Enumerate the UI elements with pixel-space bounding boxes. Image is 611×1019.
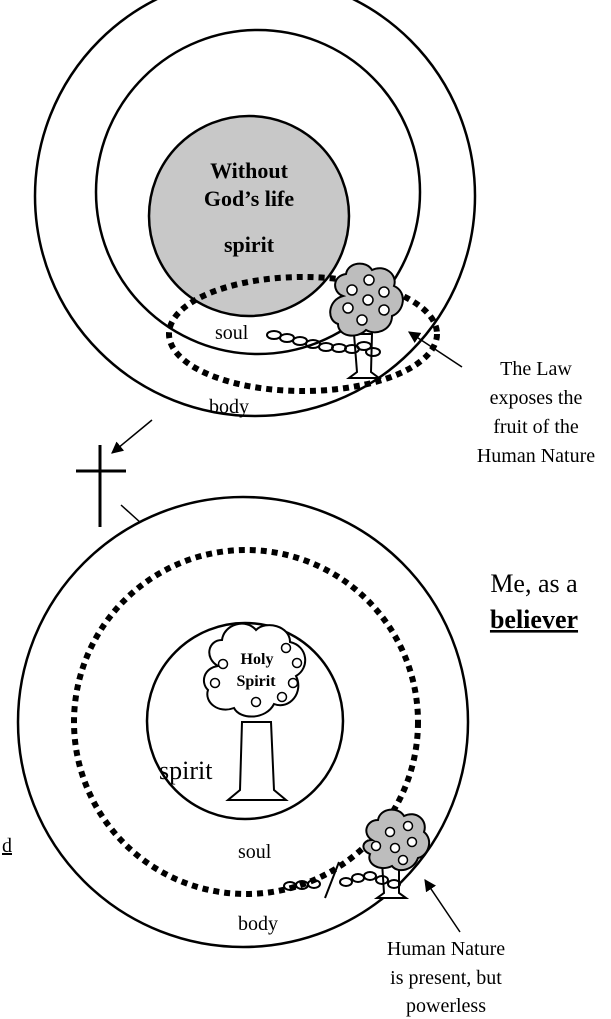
- top-note-line1: The Law: [500, 358, 572, 380]
- bottom-nature-tree-icon: [362, 808, 431, 899]
- tree-label-line1: Holy: [241, 651, 274, 668]
- bottom-soul-dashed-circle: [71, 547, 421, 897]
- top-soul-label: soul: [215, 322, 249, 344]
- top-core-line2: God’s life: [204, 186, 294, 211]
- bottom-note-line1: Human Nature: [387, 938, 505, 960]
- top-spirit-core: [147, 114, 351, 318]
- bottom-holy-spirit-tree-icon: [202, 622, 306, 801]
- cross-icon: [76, 445, 126, 527]
- transition-arrow-in-icon: [111, 419, 153, 454]
- bottom-note-line3: powerless: [406, 995, 486, 1017]
- tree-label-line2: Spirit: [236, 673, 276, 690]
- top-note-line3: fruit of the: [493, 416, 579, 438]
- top-tree-icon: [329, 262, 404, 379]
- bottom-body-label: body: [238, 913, 278, 935]
- bottom-note-line2: is present, but: [390, 967, 502, 989]
- top-core-line1: Without: [210, 158, 289, 183]
- top-diagram: Without God’s life spirit soul body: [33, 0, 595, 467]
- bottom-broken-chain-icon: [283, 861, 401, 899]
- top-note-arrow-icon: [407, 331, 463, 368]
- bottom-diagram: Holy Spirit spirit soul body: [16, 495, 578, 1017]
- believer-title-line1: Me, as a: [490, 569, 578, 598]
- top-note-line4: Human Nature: [477, 445, 595, 467]
- top-chain-icon: [266, 330, 381, 357]
- believer-title-line2: believer: [490, 605, 578, 634]
- bottom-soul-label: soul: [238, 841, 272, 863]
- top-core-label: spirit: [224, 232, 275, 257]
- edge-text-fragment: d: [2, 835, 12, 857]
- top-nature-ellipse: [166, 274, 440, 394]
- bottom-spirit-label: spirit: [159, 756, 213, 785]
- top-note-line2: exposes the: [490, 387, 583, 409]
- bottom-note-arrow-icon: [424, 879, 461, 933]
- top-body-label: body: [209, 396, 249, 418]
